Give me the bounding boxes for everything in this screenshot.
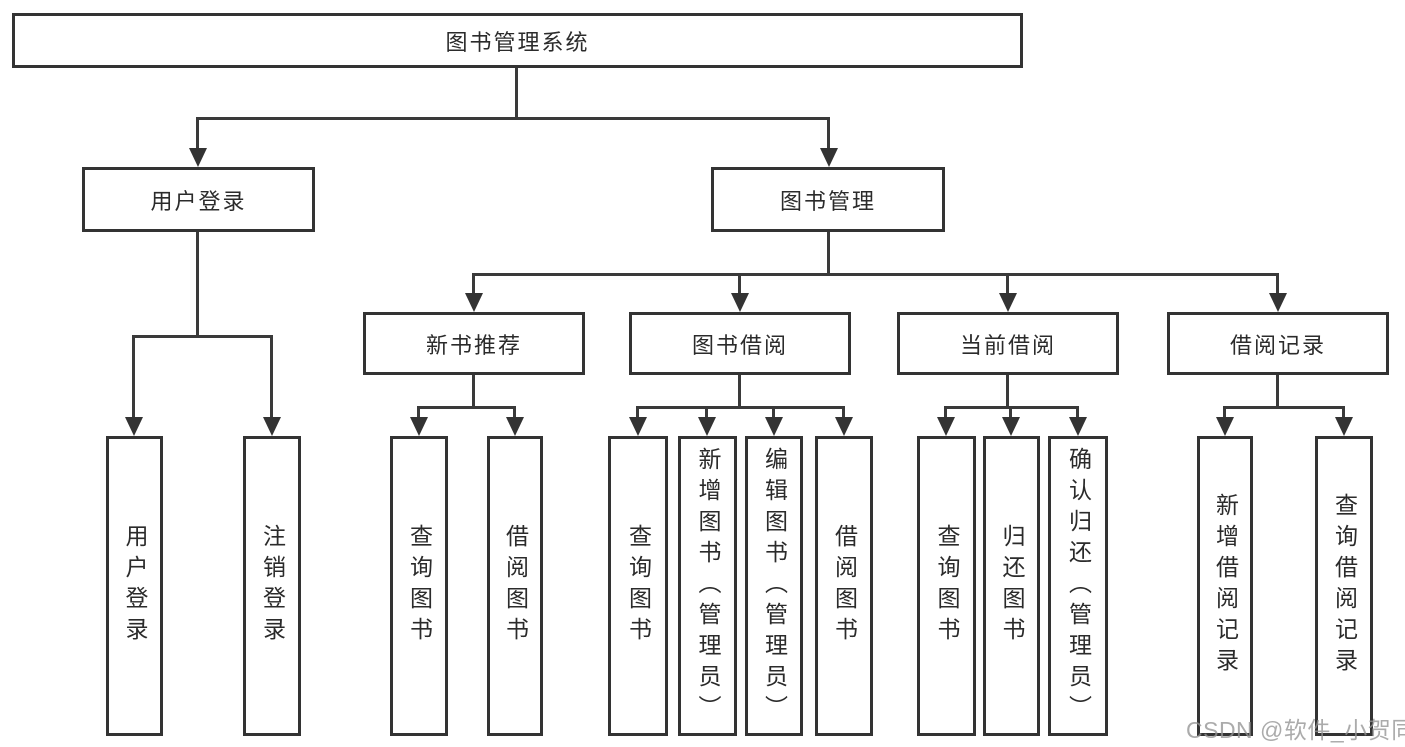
leaf-add-book-admin: 新增图书（管理员） xyxy=(678,436,737,736)
leaf-recommend-borrow-book-label: 借阅图书 xyxy=(502,524,529,648)
connector-split-borrow xyxy=(636,406,845,409)
connector-record-stub xyxy=(1276,375,1279,406)
leaf-borrow-query-book-label: 查询图书 xyxy=(625,524,652,648)
arrow-down-icon xyxy=(937,417,955,436)
node-user-login-label: 用户登录 xyxy=(150,188,247,214)
node-root-label: 图书管理系统 xyxy=(445,29,590,55)
arrow-down-icon xyxy=(629,417,647,436)
csdn-watermark: CSDN @软件_小贺同学 xyxy=(1186,717,1405,743)
connector-split-record xyxy=(1223,406,1345,409)
connector-stem-leaf xyxy=(513,406,516,422)
node-book-management: 图书管理 xyxy=(711,167,945,232)
node-borrow-record-label: 借阅记录 xyxy=(1229,332,1326,358)
arrow-down-icon xyxy=(1069,417,1087,436)
leaf-borrow-book-label: 借阅图书 xyxy=(831,524,858,648)
leaf-user-login: 用户登录 xyxy=(106,436,163,736)
connector-stem-leaf xyxy=(842,406,845,422)
leaf-confirm-return-admin: 确认归还（管理员） xyxy=(1048,436,1108,736)
arrow-down-icon xyxy=(698,417,716,436)
leaf-user-login-label: 用户登录 xyxy=(122,524,148,648)
node-current-borrow: 当前借阅 xyxy=(897,312,1119,375)
leaf-logout: 注销登录 xyxy=(243,436,301,736)
leaf-current-query-book-label: 查询图书 xyxy=(934,524,960,648)
leaf-recommend-query-book: 查询图书 xyxy=(390,436,448,736)
connector-stem-leaf xyxy=(636,406,639,422)
node-new-book-recommend-label: 新书推荐 xyxy=(425,332,522,358)
connector-book-management-stub xyxy=(827,232,830,273)
connector-split-user-login xyxy=(132,335,273,338)
leaf-recommend-query-book-label: 查询图书 xyxy=(406,524,433,648)
leaf-confirm-return-admin-label: 确认归还（管理员） xyxy=(1065,446,1092,726)
node-book-management-label: 图书管理 xyxy=(779,188,876,214)
connector-recommend-stub xyxy=(472,375,475,406)
arrow-down-icon xyxy=(765,417,783,436)
arrow-down-icon xyxy=(1335,417,1353,436)
connector-split-book-management xyxy=(472,273,1279,276)
arrow-down-icon xyxy=(835,417,853,436)
connector-stem-leaf xyxy=(417,406,420,422)
connector-stem-leaf-logout xyxy=(270,335,273,421)
leaf-recommend-borrow-book: 借阅图书 xyxy=(487,436,543,736)
connector-stem-leaf xyxy=(1223,406,1226,422)
connector-stem-book-management xyxy=(827,117,830,153)
leaf-return-book-label: 归还图书 xyxy=(999,524,1025,648)
arrow-down-icon xyxy=(820,148,838,167)
leaf-query-borrow-record-label: 查询借阅记录 xyxy=(1331,493,1358,679)
connector-root-stub xyxy=(515,68,518,117)
arrow-down-icon xyxy=(465,293,483,312)
leaf-edit-book-admin-label: 编辑图书（管理员） xyxy=(761,446,788,726)
arrow-down-icon xyxy=(999,293,1017,312)
arrow-down-icon xyxy=(1216,417,1234,436)
node-root-system: 图书管理系统 xyxy=(12,13,1023,68)
connector-stem-leaf xyxy=(1076,406,1079,422)
arrow-down-icon xyxy=(263,417,281,436)
connector-split-current xyxy=(944,406,1079,409)
arrow-down-icon xyxy=(506,417,524,436)
connector-stem-borrow xyxy=(738,273,741,298)
node-book-borrow: 图书借阅 xyxy=(629,312,851,375)
connector-stem-leaf xyxy=(1009,406,1012,422)
connector-split-level1 xyxy=(196,117,830,120)
leaf-add-book-admin-label: 新增图书（管理员） xyxy=(695,446,721,726)
node-current-borrow-label: 当前借阅 xyxy=(959,332,1056,358)
leaf-borrow-book: 借阅图书 xyxy=(815,436,873,736)
node-book-borrow-label: 图书借阅 xyxy=(691,332,788,358)
arrow-down-icon xyxy=(189,148,207,167)
arrow-down-icon xyxy=(125,417,143,436)
node-user-login: 用户登录 xyxy=(82,167,315,232)
connector-current-stub xyxy=(1006,375,1009,406)
leaf-query-borrow-record: 查询借阅记录 xyxy=(1315,436,1373,736)
connector-stem-leaf xyxy=(772,406,775,422)
connector-split-recommend xyxy=(417,406,516,409)
node-borrow-record: 借阅记录 xyxy=(1167,312,1389,375)
arrow-down-icon xyxy=(731,293,749,312)
leaf-edit-book-admin: 编辑图书（管理员） xyxy=(745,436,803,736)
connector-user-login-stub xyxy=(196,232,199,335)
leaf-return-book: 归还图书 xyxy=(983,436,1040,736)
connector-stem-recommend xyxy=(472,273,475,298)
connector-stem-current xyxy=(1006,273,1009,298)
connector-stem-record xyxy=(1276,273,1279,298)
connector-borrow-stub xyxy=(738,375,741,406)
arrow-down-icon xyxy=(1002,417,1020,436)
leaf-borrow-query-book: 查询图书 xyxy=(608,436,668,736)
leaf-current-query-book: 查询图书 xyxy=(917,436,976,736)
leaf-add-borrow-record: 新增借阅记录 xyxy=(1197,436,1253,736)
leaf-logout-label: 注销登录 xyxy=(259,524,286,648)
connector-stem-leaf xyxy=(1342,406,1345,422)
leaf-add-borrow-record-label: 新增借阅记录 xyxy=(1212,493,1239,679)
connector-stem-leaf xyxy=(705,406,708,422)
connector-stem-user-login xyxy=(196,117,199,153)
connector-stem-leaf-user-login xyxy=(132,335,135,421)
arrow-down-icon xyxy=(1269,293,1287,312)
arrow-down-icon xyxy=(410,417,428,436)
connector-stem-leaf xyxy=(944,406,947,422)
node-new-book-recommend: 新书推荐 xyxy=(363,312,585,375)
